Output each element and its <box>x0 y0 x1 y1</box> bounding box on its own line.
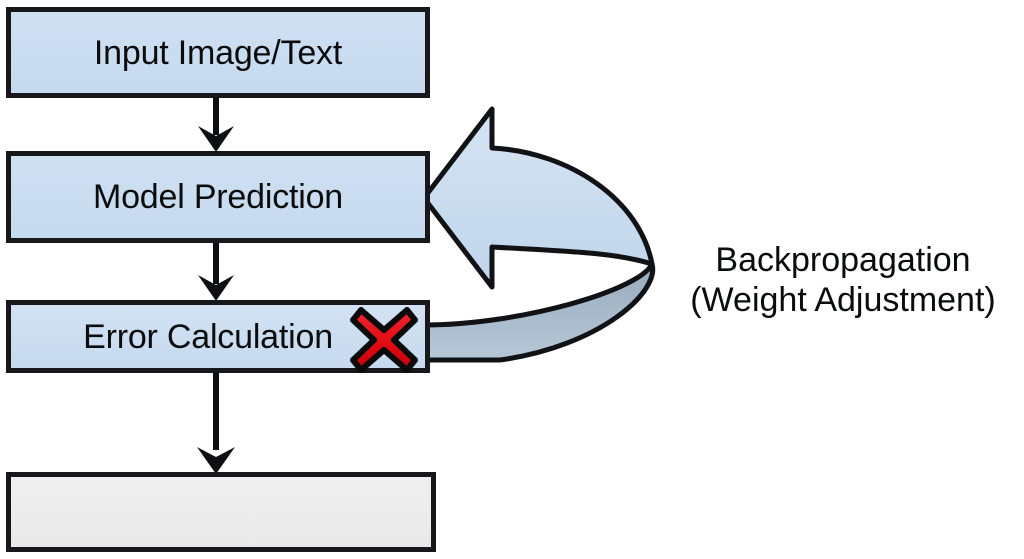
backpropagation-title: Backpropagation <box>715 241 971 279</box>
arrow-error-to-output <box>197 373 235 474</box>
node-model-prediction[interactable]: Model Prediction <box>6 151 430 243</box>
ribbon-arrowhead-segment <box>421 106 655 290</box>
node-prediction-label: Model Prediction <box>92 178 344 216</box>
backpropagation-annotation: Backpropagation (Weight Adjustment) <box>664 240 1022 320</box>
node-input-label: Input Image/Text <box>93 33 343 72</box>
node-input-image-text[interactable]: Input Image/Text <box>6 7 430 98</box>
backpropagation-subtitle: (Weight Adjustment) <box>690 281 996 320</box>
red-cross-icon <box>350 307 418 373</box>
node-output-empty[interactable] <box>6 472 436 552</box>
node-error-label: Error Calculation <box>83 317 333 356</box>
arrow-prediction-to-error <box>198 243 234 301</box>
arrow-input-to-prediction <box>198 98 234 152</box>
ribbon-underside-segment <box>421 261 656 363</box>
